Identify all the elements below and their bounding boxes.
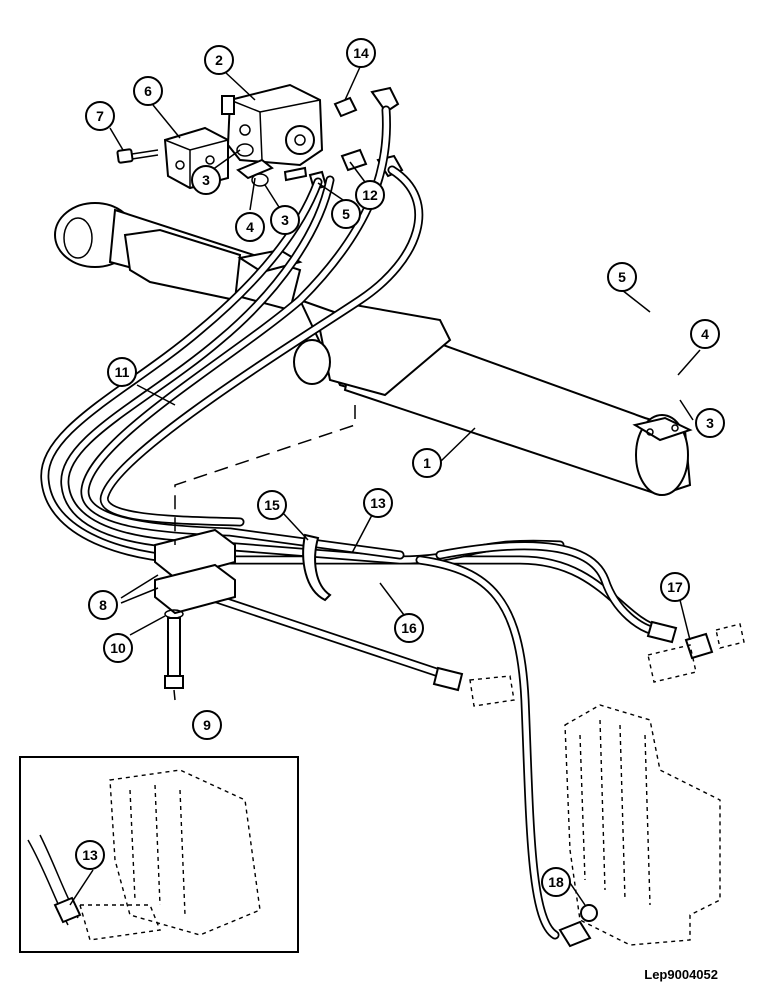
callout-2: 2	[204, 45, 234, 75]
callout-11: 11	[107, 357, 137, 387]
callout-18: 18	[541, 867, 571, 897]
hose-fitting	[646, 620, 678, 644]
cap-screw	[283, 166, 308, 182]
callout-5: 5	[607, 262, 637, 292]
hydraulic-cylinder	[54, 202, 693, 497]
svg-text:7: 7	[96, 108, 104, 124]
callout-13: 13	[363, 488, 393, 518]
svg-text:11: 11	[115, 364, 130, 380]
callout-8: 8	[88, 590, 118, 620]
svg-text:12: 12	[362, 187, 378, 203]
svg-text:3: 3	[202, 172, 210, 188]
elbow-adapter	[684, 632, 714, 660]
callout-7: 7	[85, 101, 115, 131]
callout-17: 17	[660, 572, 690, 602]
o-ring	[236, 143, 254, 157]
hose-fitting	[432, 666, 464, 692]
svg-text:4: 4	[701, 326, 709, 342]
svg-text:10: 10	[110, 640, 126, 656]
callout-10: 10	[103, 633, 133, 663]
callout-3: 3	[191, 165, 221, 195]
reference-code: Lep9004052	[644, 967, 718, 982]
valve-block	[221, 83, 324, 167]
svg-text:15: 15	[264, 497, 280, 513]
clamp-bolt	[164, 609, 184, 689]
cap-screw	[116, 148, 159, 164]
callout-4: 4	[235, 212, 265, 242]
adapter	[333, 96, 358, 118]
elbow-fitting	[370, 86, 400, 114]
svg-text:9: 9	[203, 717, 211, 733]
svg-text:16: 16	[401, 620, 417, 636]
svg-text:13: 13	[82, 847, 98, 863]
callout-3: 3	[270, 205, 300, 235]
svg-text:3: 3	[706, 415, 714, 431]
callout-1: 1	[412, 448, 442, 478]
callout-9: 9	[192, 710, 222, 740]
hose-clamp	[302, 533, 332, 602]
leader-lines	[69, 66, 701, 906]
svg-text:4: 4	[246, 219, 254, 235]
elbow-fitting	[558, 920, 592, 948]
callout-5: 5	[331, 199, 361, 229]
flange	[236, 158, 274, 180]
svg-text:3: 3	[281, 212, 289, 228]
svg-text:6: 6	[144, 83, 152, 99]
callout-4: 4	[690, 319, 720, 349]
svg-text:18: 18	[548, 874, 564, 890]
svg-text:2: 2	[215, 52, 223, 68]
callout-15: 15	[257, 490, 287, 520]
svg-text:14: 14	[353, 45, 369, 61]
callout-14: 14	[346, 38, 376, 68]
adapter	[340, 148, 368, 172]
svg-text:5: 5	[342, 206, 350, 222]
clamp-halves	[154, 528, 236, 615]
svg-text:13: 13	[370, 495, 386, 511]
detail-inset	[19, 756, 299, 953]
callout-6: 6	[133, 76, 163, 106]
callout-12: 12	[355, 180, 385, 210]
svg-text:17: 17	[667, 579, 683, 595]
svg-text:5: 5	[618, 269, 626, 285]
svg-text:8: 8	[99, 597, 107, 613]
tee-fitting	[580, 904, 598, 922]
callout-16: 16	[394, 613, 424, 643]
callout-13: 13	[75, 840, 105, 870]
svg-text:1: 1	[423, 455, 431, 471]
control-valve-bank	[558, 704, 721, 948]
callout-3: 3	[695, 408, 725, 438]
